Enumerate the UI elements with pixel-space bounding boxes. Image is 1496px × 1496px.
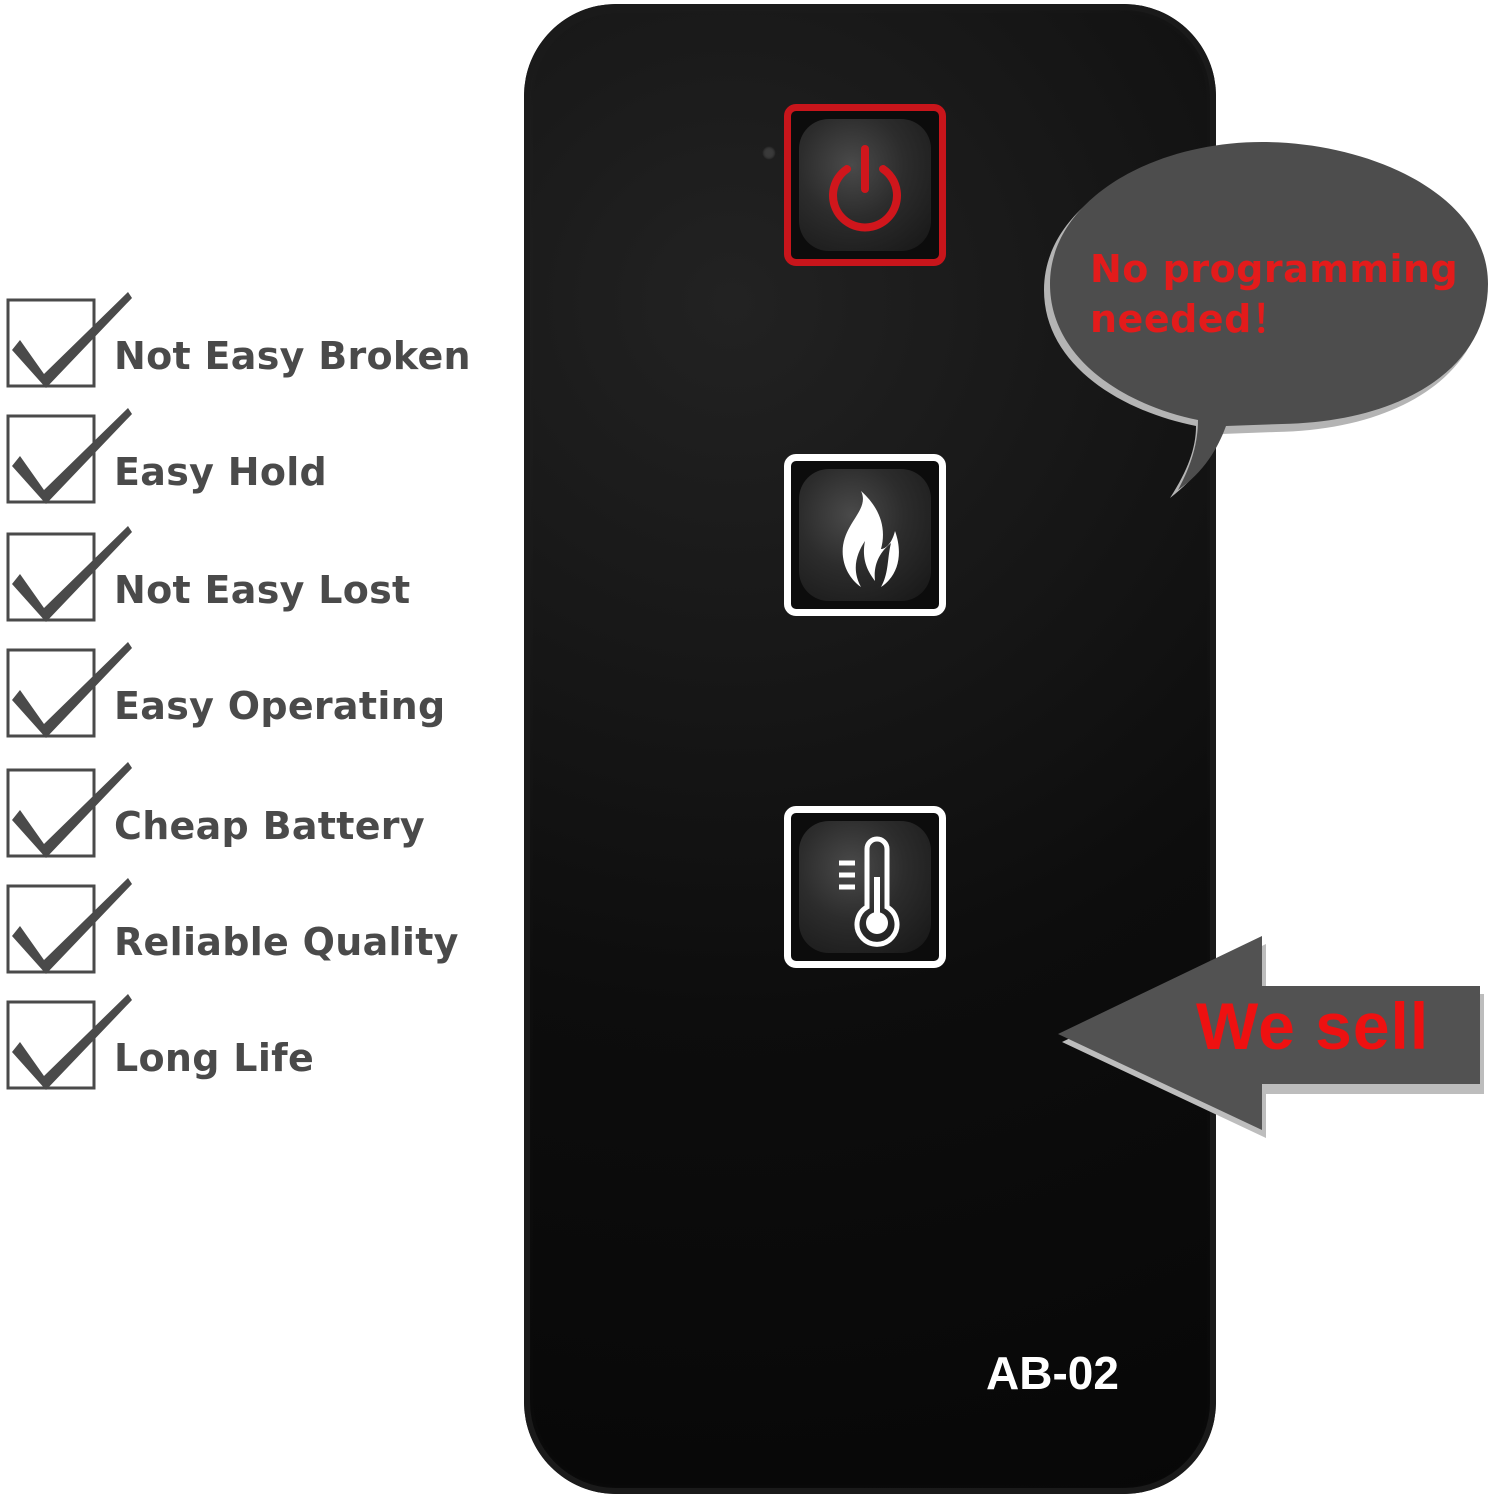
feature-item: Not Easy Lost <box>6 526 506 626</box>
feature-label: Easy Operating <box>114 684 446 728</box>
checkmark-box-icon <box>6 994 132 1090</box>
feature-item: Easy Hold <box>6 408 506 508</box>
checkmark-box-icon <box>6 408 132 504</box>
feature-label: Not Easy Lost <box>114 568 411 612</box>
checkmark-box-icon <box>6 526 132 622</box>
feature-item: Reliable Quality <box>6 878 506 978</box>
flame-button[interactable] <box>784 454 946 616</box>
power-button[interactable] <box>784 104 946 266</box>
feature-item: Long Life <box>6 994 506 1094</box>
heat-button[interactable] <box>784 806 946 968</box>
checkmark-box-icon <box>6 762 132 858</box>
feature-label: Reliable Quality <box>114 920 459 964</box>
checkmark-box-icon <box>6 878 132 974</box>
feature-item: Cheap Battery <box>6 762 506 862</box>
thermometer-icon <box>839 836 900 947</box>
flame-button-cap <box>799 469 931 601</box>
feature-label: Not Easy Broken <box>114 334 471 378</box>
power-button-cap <box>799 119 931 251</box>
bubble-text: No programming needed！ <box>1090 247 1459 341</box>
arrow-text: We sell <box>1196 989 1430 1063</box>
feature-label: Cheap Battery <box>114 804 425 848</box>
speech-bubble <box>1044 142 1488 498</box>
feature-item: Not Easy Broken <box>6 292 506 392</box>
feature-item: Easy Operating <box>6 642 506 742</box>
flame-icon <box>842 491 899 587</box>
checkmark-box-icon <box>6 642 132 738</box>
checkmark-box-icon <box>6 292 132 388</box>
feature-label: Long Life <box>114 1036 315 1080</box>
power-icon <box>829 145 901 232</box>
indicator-led <box>762 146 776 160</box>
arrow-callout <box>1058 936 1484 1138</box>
model-number: AB-02 <box>986 1347 1119 1399</box>
feature-label: Easy Hold <box>114 450 328 494</box>
heat-button-cap <box>799 821 931 953</box>
